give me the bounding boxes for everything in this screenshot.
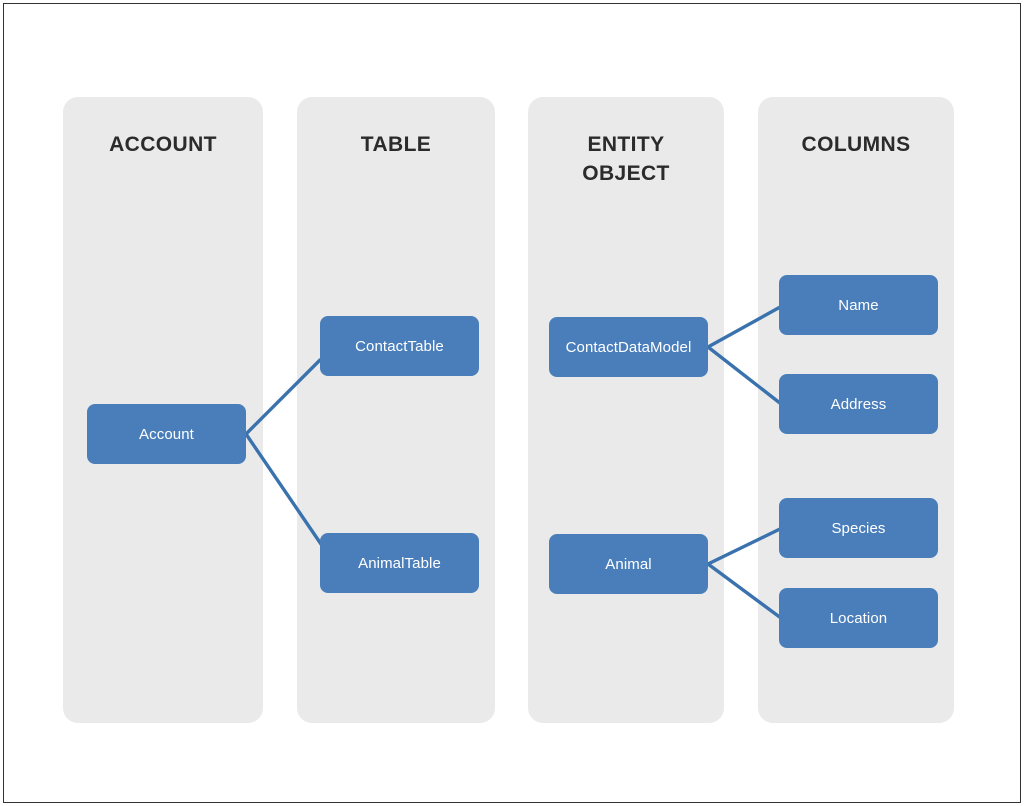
node-account[interactable]: Account bbox=[87, 404, 246, 464]
node-species[interactable]: Species bbox=[779, 498, 938, 558]
node-animal-table[interactable]: AnimalTable bbox=[320, 533, 479, 593]
node-contact-table[interactable]: ContactTable bbox=[320, 316, 479, 376]
diagram-frame: ACCOUNT TABLE ENTITY OBJECT COLUMNS Acco… bbox=[3, 3, 1021, 803]
panel-header-columns: COLUMNS bbox=[801, 133, 911, 156]
panel-header-entity-object: ENTITY OBJECT bbox=[582, 133, 670, 185]
panel-header-account: ACCOUNT bbox=[109, 133, 217, 156]
panel-entity-object bbox=[528, 97, 724, 723]
node-contact-data-model[interactable]: ContactDataModel bbox=[549, 317, 708, 377]
node-address[interactable]: Address bbox=[779, 374, 938, 434]
panel-table bbox=[297, 97, 495, 723]
node-animal[interactable]: Animal bbox=[549, 534, 708, 594]
node-location[interactable]: Location bbox=[779, 588, 938, 648]
panel-header-table: TABLE bbox=[360, 133, 432, 156]
node-name[interactable]: Name bbox=[779, 275, 938, 335]
